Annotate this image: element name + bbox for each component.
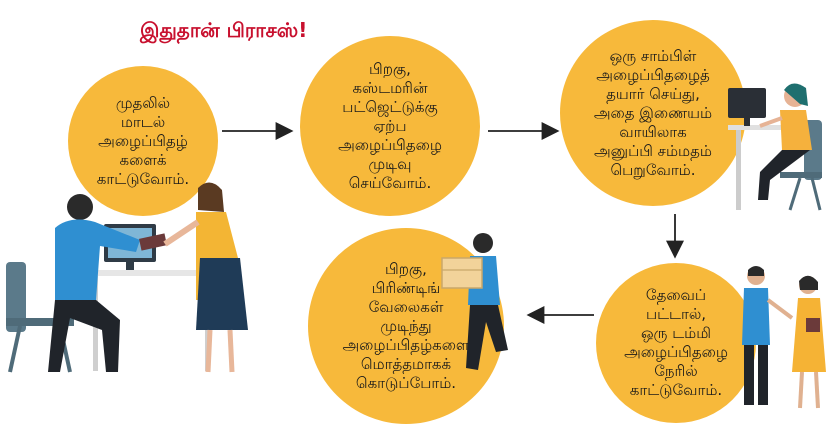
delivery-man-illustration: [441, 233, 508, 370]
step-4-circle: தேவைப் பட்டால், ஒரு டம்மி அழைப்பிதழை நேர…: [596, 263, 756, 423]
page-title: இதுதான் பிராசஸ்!: [140, 18, 308, 42]
step-1-circle: முதலில் மாடல் அழைப்பிதழ் களைக் காட்டுவோம…: [68, 66, 218, 216]
step-3-circle: ஒரு சாம்பிள் அழைப்பிதழைத் தயார் செய்து, …: [560, 20, 746, 206]
step-5-text: பிறகு, பிரிண்டிங் வேலைகள் முடிந்து அழைப்…: [342, 259, 470, 392]
step-2-text: பிறகு, கஸ்டமரின் பட்ஜெட்டுக்கு ஏற்ப அழைப…: [338, 59, 442, 192]
step-3-text: ஒரு சாம்பிள் அழைப்பிதழைத் தயார் செய்து, …: [593, 46, 713, 179]
step-1-text: முதலில் மாடல் அழைப்பிதழ் களைக் காட்டுவோம…: [96, 93, 190, 188]
step-2-circle: பிறகு, கஸ்டமரின் பட்ஜெட்டுக்கு ஏற்ப அழைப…: [300, 36, 480, 216]
designer-meeting-illustration: [6, 182, 248, 373]
couple-handshake-illustration: [742, 266, 826, 409]
step-4-text: தேவைப் பட்டால், ஒரு டம்மி அழைப்பிதழை நேர…: [624, 286, 728, 399]
woman-at-computer-illustration: [728, 83, 822, 211]
